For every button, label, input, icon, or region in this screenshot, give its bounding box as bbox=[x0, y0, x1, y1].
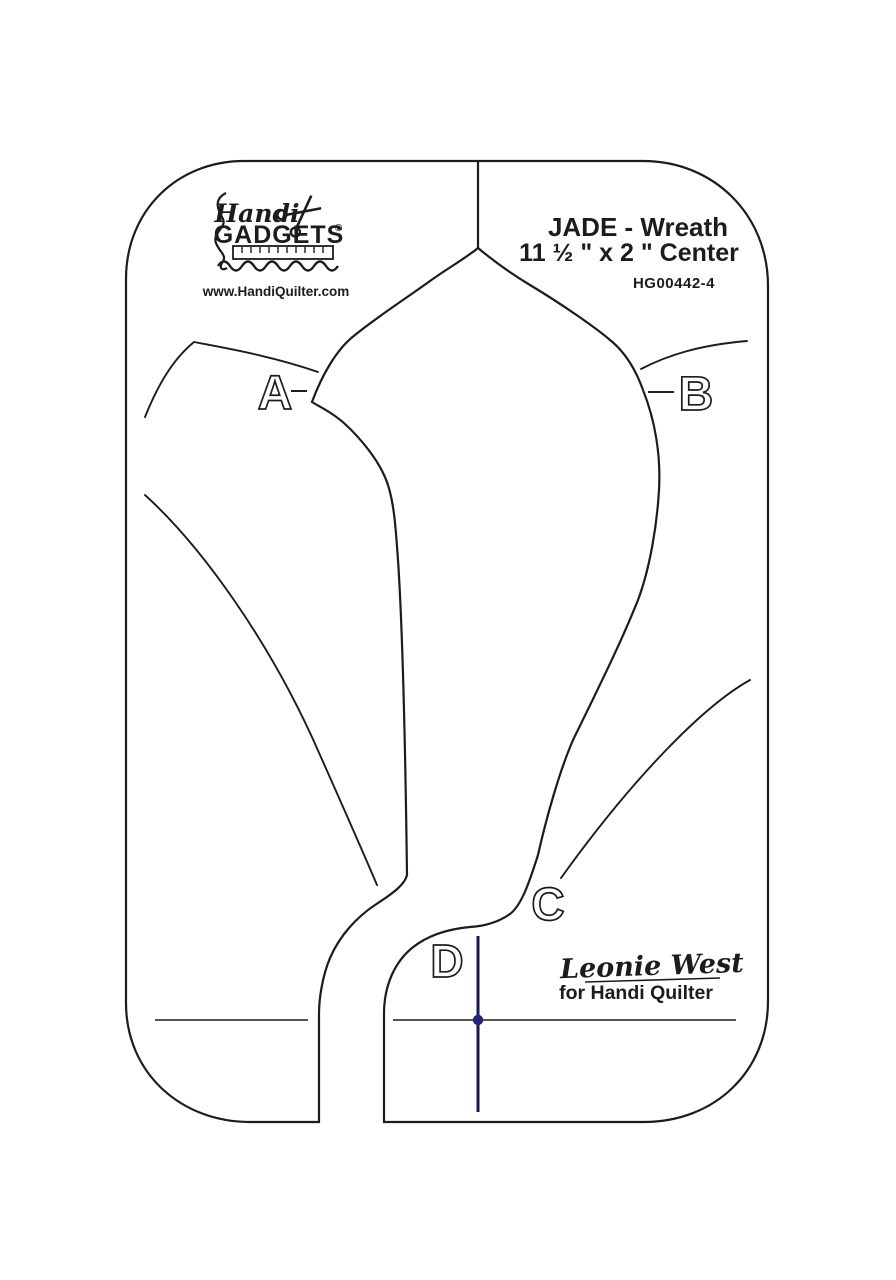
part-number: HG00442-4 bbox=[633, 275, 715, 292]
logo-url: www.HandiQuilter.com bbox=[202, 284, 350, 299]
logo-brand-bottom: GADGETS bbox=[214, 221, 345, 249]
logo-brand-top: Handi bbox=[214, 199, 300, 228]
handi-gadgets-logo: Handi GADGETS ® www.HandiQuilter.com bbox=[202, 192, 350, 299]
template-outline bbox=[124, 159, 770, 1124]
curve-a-arc bbox=[144, 340, 319, 418]
signature-underline bbox=[584, 977, 721, 983]
logo-wave bbox=[217, 260, 339, 272]
signature-name: Leonie West bbox=[559, 948, 745, 985]
signature-credit: for Handi Quilter bbox=[559, 982, 713, 1004]
logo-squiggle bbox=[214, 192, 228, 271]
template-title-line1: JADE - Wreath bbox=[548, 212, 728, 242]
marker-c: C bbox=[531, 878, 564, 930]
curve-right-diagonal bbox=[560, 679, 751, 879]
marker-a: A bbox=[258, 367, 293, 420]
logo-reg-mark: ® bbox=[335, 223, 343, 234]
designer-signature: Leonie West for Handi Quilter bbox=[559, 948, 745, 1004]
scissors-icon bbox=[276, 195, 322, 238]
template-title-line2: 11 ½ " x 2 " Center bbox=[519, 239, 739, 267]
logo-ruler bbox=[232, 245, 334, 260]
curve-b-arc bbox=[640, 340, 748, 370]
curve-left-sweep bbox=[144, 494, 378, 886]
marker-b: B bbox=[679, 368, 714, 421]
registration-dot bbox=[472, 1014, 484, 1026]
marker-d: D bbox=[430, 935, 463, 987]
